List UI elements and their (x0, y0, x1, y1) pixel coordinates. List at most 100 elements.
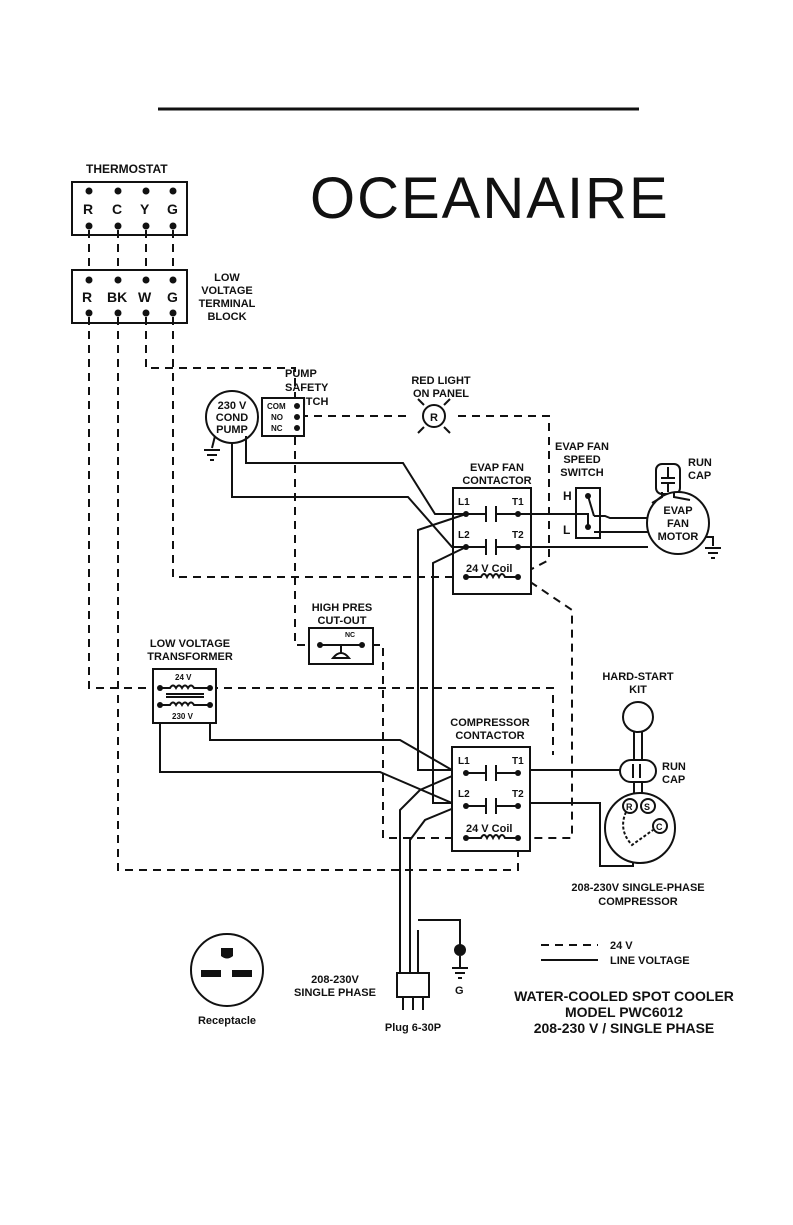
receptacle-label: Receptacle (198, 1015, 256, 1027)
cond-pump-label: 230 V COND PUMP (216, 400, 248, 436)
svg-text:RED LIGHT: RED LIGHT (411, 375, 471, 387)
tb-terminal-w: W (138, 289, 152, 305)
plug-ground-icon (452, 944, 468, 979)
svg-text:T2: T2 (512, 530, 524, 541)
compressor-label: 208-230V SINGLE-PHASE COMPRESSOR (571, 882, 704, 908)
tb-terminal-g: G (167, 289, 178, 305)
run-cap-top-icon (655, 463, 681, 495)
fan-motor-ground-icon (705, 536, 721, 559)
legend: 24 V LINE VOLTAGE (541, 940, 690, 967)
svg-text:SAFETY: SAFETY (285, 382, 329, 394)
svg-text:HIGH PRES: HIGH PRES (312, 602, 373, 614)
svg-text:TRANSFORMER: TRANSFORMER (147, 651, 233, 663)
evap-fan-speed-label: EVAP FAN SPEED SWITCH (555, 441, 609, 479)
fan-speed-low: L (563, 523, 570, 537)
svg-text:SPEED: SPEED (563, 454, 600, 466)
compressor-terminals: R S C (622, 798, 668, 847)
svg-text:L1: L1 (458, 497, 470, 508)
svg-text:MODEL PWC6012: MODEL PWC6012 (565, 1004, 683, 1020)
svg-text:COND: COND (216, 412, 248, 424)
plug-pins (402, 997, 424, 1010)
thermostat-terminals: R C Y G (83, 187, 178, 230)
diagram-title: WATER-COOLED SPOT COOLER MODEL PWC6012 2… (514, 988, 734, 1036)
legend-solid-label: LINE VOLTAGE (610, 955, 690, 967)
comp-contactor-label: COMPRESSOR CONTACTOR (450, 717, 530, 742)
svg-text:R: R (626, 802, 633, 812)
thermostat-wires (88, 230, 174, 277)
svg-text:T1: T1 (512, 497, 524, 508)
pump-switch-terminals: COM NO NC (267, 402, 300, 433)
brand-logo: OCEANAIRE (310, 166, 670, 231)
svg-text:PUMP: PUMP (285, 368, 317, 380)
svg-text:KIT: KIT (629, 684, 647, 696)
red-light-rays (417, 398, 451, 434)
svg-text:SINGLE PHASE: SINGLE PHASE (294, 987, 376, 999)
receptacle-icon (190, 933, 264, 1007)
evap-contactor-label: EVAP FAN CONTACTOR (462, 462, 531, 487)
svg-text:COMPRESSOR: COMPRESSOR (450, 717, 530, 729)
svg-text:COM: COM (267, 402, 286, 411)
svg-text:C: C (656, 822, 663, 832)
red-light-icon (422, 404, 446, 428)
tb-terminal-bk: BK (107, 289, 127, 305)
comp-contactor-box (451, 746, 531, 852)
red-light-symbol: R (430, 412, 438, 424)
thermostat-terminal-c: C (112, 201, 122, 217)
svg-text:T2: T2 (512, 789, 524, 800)
plug-icon (396, 972, 430, 998)
svg-text:CUT-OUT: CUT-OUT (318, 615, 367, 627)
svg-text:NO: NO (271, 413, 283, 422)
svg-text:MOTOR: MOTOR (658, 531, 699, 543)
svg-text:230 V: 230 V (218, 400, 247, 412)
svg-text:EVAP FAN: EVAP FAN (470, 462, 524, 474)
svg-text:PUMP: PUMP (216, 424, 248, 436)
comp-contactor-contacts: L1 T1 L2 T2 24 V Coil (458, 756, 524, 841)
svg-text:S: S (644, 802, 650, 812)
svg-text:WATER-COOLED SPOT COOLER: WATER-COOLED SPOT COOLER (514, 988, 734, 1004)
terminal-block-terminals: R BK W G (82, 276, 178, 317)
svg-text:TERMINAL: TERMINAL (199, 298, 256, 310)
svg-text:L2: L2 (458, 530, 470, 541)
svg-text:T1: T1 (512, 756, 524, 767)
compressor (604, 792, 676, 864)
red-light-label: RED LIGHT ON PANEL (411, 375, 471, 400)
svg-text:VOLTAGE: VOLTAGE (201, 285, 253, 297)
svg-text:EVAP: EVAP (663, 505, 692, 517)
terminal-block-label: LOW VOLTAGE TERMINAL BLOCK (199, 272, 256, 323)
thermostat-terminal-r: R (83, 201, 93, 217)
svg-text:CAP: CAP (688, 470, 711, 482)
hard-start-kit-icon (622, 701, 654, 733)
svg-text:24 V Coil: 24 V Coil (466, 563, 512, 575)
svg-text:208-230 V / SINGLE PHASE: 208-230 V / SINGLE PHASE (534, 1020, 715, 1036)
svg-text:SWITCH: SWITCH (560, 467, 603, 479)
svg-text:24 V: 24 V (175, 673, 192, 682)
svg-text:L1: L1 (458, 756, 470, 767)
svg-text:208-230V: 208-230V (311, 974, 359, 986)
svg-text:24 V Coil: 24 V Coil (466, 823, 512, 835)
transformer-label: LOW VOLTAGE TRANSFORMER (147, 638, 233, 663)
plug-label: Plug 6-30P (385, 1022, 441, 1034)
svg-text:LOW VOLTAGE: LOW VOLTAGE (150, 638, 230, 650)
pump-ground-icon (204, 435, 220, 461)
legend-dashed-label: 24 V (610, 940, 633, 952)
receptacle-slots (201, 948, 252, 977)
fan-speed-high: H (563, 489, 572, 503)
thermostat-terminal-g: G (167, 201, 178, 217)
svg-text:BLOCK: BLOCK (207, 311, 246, 323)
svg-text:LOW: LOW (214, 272, 240, 284)
run-cap-top-label: RUN CAP (688, 457, 712, 482)
svg-text:HARD-START: HARD-START (602, 671, 674, 683)
thermostat-title: THERMOSTAT (86, 162, 168, 176)
svg-text:NC: NC (271, 424, 283, 433)
svg-text:RUN: RUN (688, 457, 712, 469)
svg-text:NC: NC (345, 632, 355, 639)
svg-text:EVAP FAN: EVAP FAN (555, 441, 609, 453)
thermostat-terminal-y: Y (140, 201, 150, 217)
transformer-windings: 24 V 230 V (157, 673, 213, 721)
plug-phase-label: 208-230V SINGLE PHASE (294, 974, 376, 999)
svg-text:COMPRESSOR: COMPRESSOR (598, 896, 678, 908)
svg-text:CONTACTOR: CONTACTOR (462, 475, 531, 487)
high-pres-switch: NC (317, 632, 365, 659)
svg-text:ON PANEL: ON PANEL (413, 388, 469, 400)
